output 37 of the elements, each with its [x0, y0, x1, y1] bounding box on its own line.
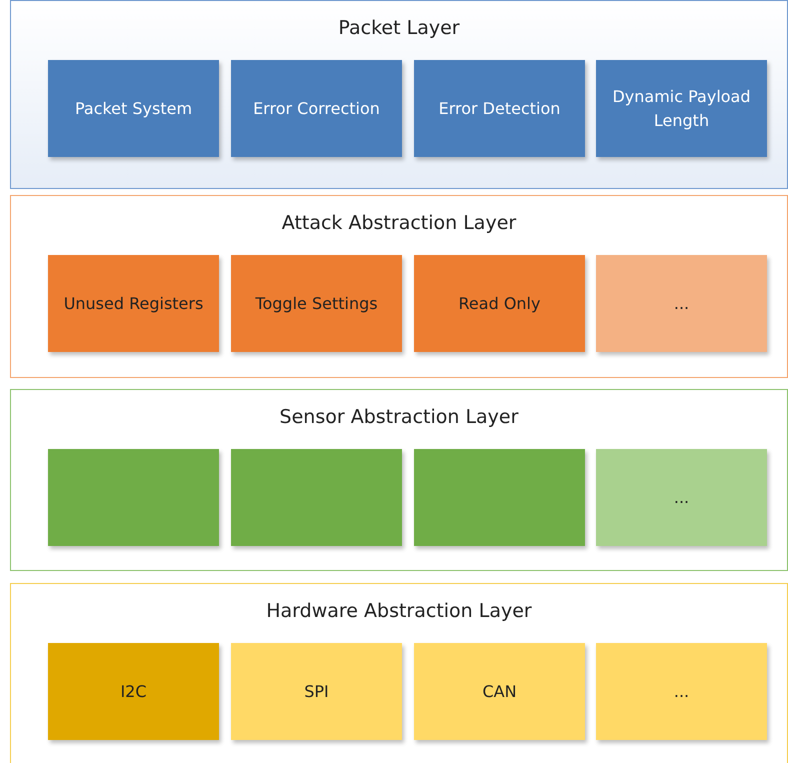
empty-box [414, 449, 585, 546]
layer-panel [10, 583, 788, 763]
component-box [414, 643, 585, 740]
component-box [48, 255, 219, 352]
component-label: Error Detection [438, 98, 560, 120]
component-box [48, 643, 219, 740]
component-box [231, 643, 402, 740]
component-label: I2C [120, 680, 147, 702]
component-label: Error Correction [253, 98, 380, 120]
component-box [596, 255, 767, 352]
component-label: ... [674, 292, 690, 314]
component-label: Dynamic Payload Length [611, 86, 752, 132]
component-box [596, 60, 767, 157]
component-box [414, 60, 585, 157]
component-label: SPI [304, 680, 329, 702]
component-box [231, 255, 402, 352]
layer-title: Sensor Abstraction Layer [278, 406, 520, 428]
component-label: Read Only [458, 292, 540, 314]
empty-box [231, 449, 402, 546]
layer-panel [10, 195, 788, 378]
layer-panel [10, 0, 788, 189]
component-label: Unused Registers [64, 292, 204, 314]
empty-box [48, 449, 219, 546]
layer-title: Hardware Abstraction Layer [265, 600, 533, 622]
layer-panel [10, 389, 788, 571]
component-label: CAN [482, 680, 517, 702]
layer-title: Attack Abstraction Layer [280, 212, 518, 234]
component-label: Toggle Settings [255, 292, 378, 314]
layer-title: Packet Layer [337, 17, 461, 39]
component-box [596, 643, 767, 740]
component-label: Packet System [74, 98, 192, 120]
component-label: ... [674, 486, 690, 508]
component-box [414, 255, 585, 352]
component-box [596, 449, 767, 546]
component-box [231, 60, 402, 157]
component-box [48, 60, 219, 157]
component-label: ... [674, 680, 690, 702]
